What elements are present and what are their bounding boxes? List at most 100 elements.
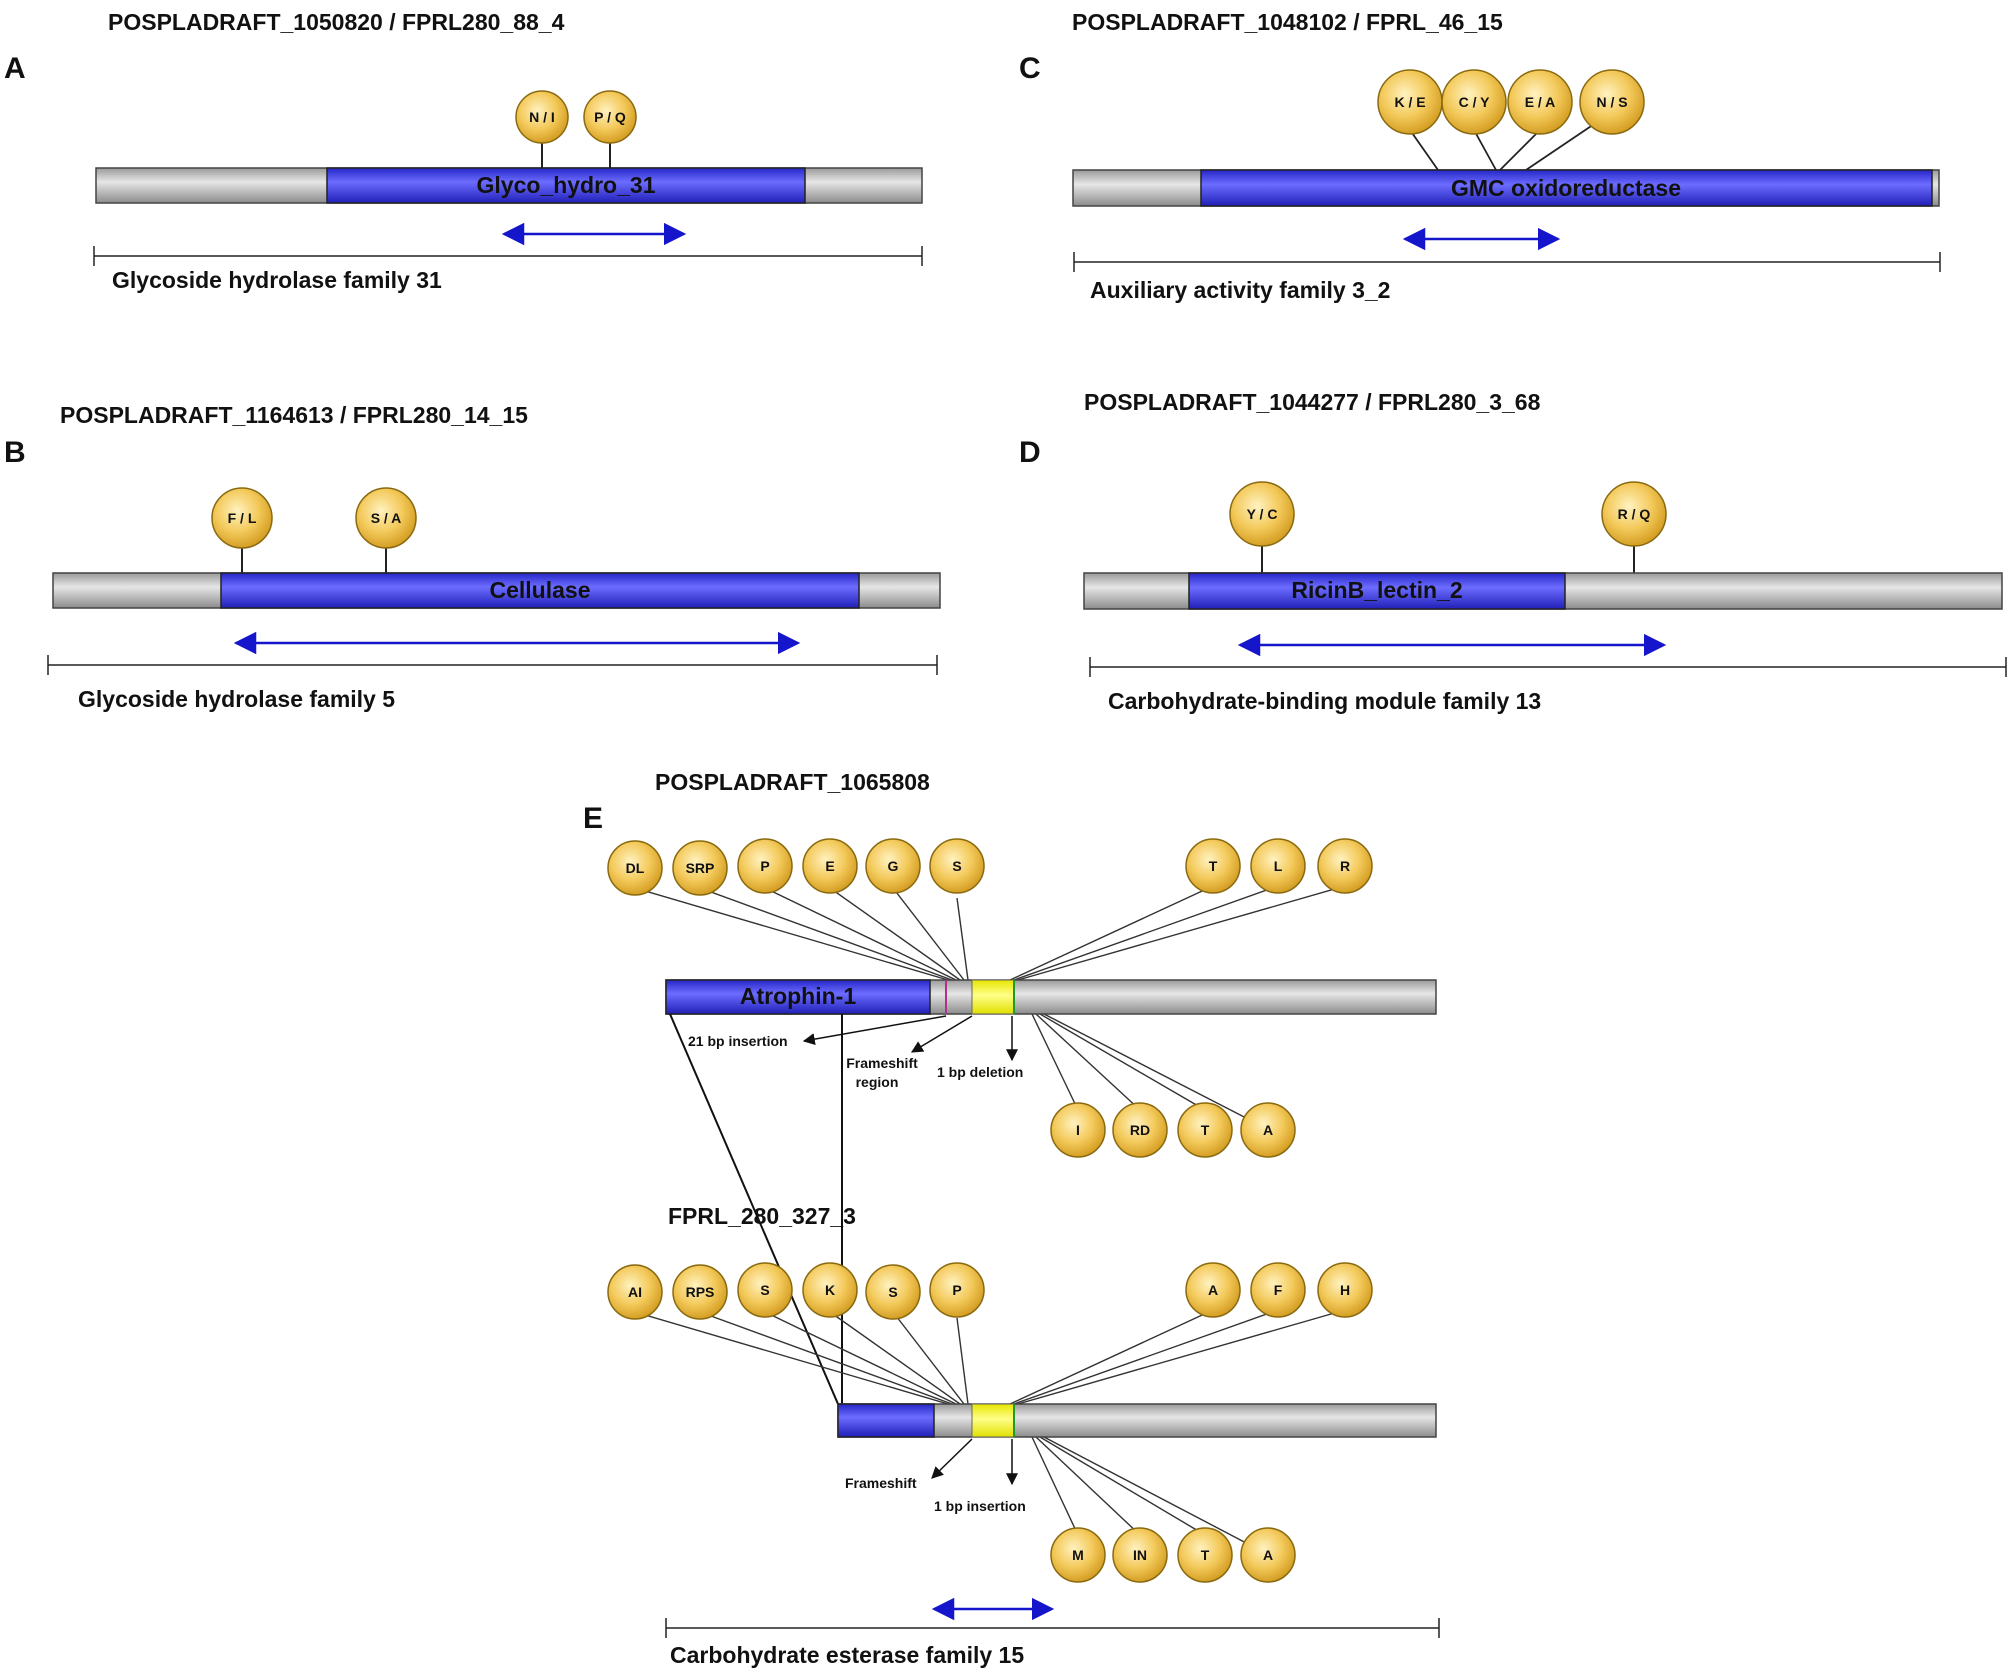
family-label: Auxiliary activity family 3_2	[1090, 277, 1390, 303]
annotation-21bp-insertion: 21 bp insertion	[688, 1033, 788, 1049]
site-circle	[929, 838, 985, 894]
site-circle	[737, 1262, 793, 1318]
site-label: K	[825, 1282, 835, 1298]
domain-label: Cellulase	[490, 577, 591, 603]
panel-e: E POSPLADRAFT_1065808 Atrophin-1 DL	[583, 769, 1440, 1668]
site-label: S	[760, 1282, 769, 1298]
site-label: E	[825, 858, 834, 874]
site-connector	[1473, 129, 1497, 171]
site-circle	[607, 840, 663, 896]
site-label: AI	[628, 1284, 642, 1300]
domain-ricinb-lectin-2	[1188, 572, 1566, 610]
site-label: RD	[1130, 1122, 1150, 1138]
panel-b: B POSPLADRAFT_1164613 / FPRL280_14_15 Ce…	[4, 402, 941, 712]
site-label: I	[1076, 1122, 1080, 1138]
site-circle	[583, 90, 637, 144]
panel-b-title: POSPLADRAFT_1164613 / FPRL280_14_15	[60, 402, 528, 428]
site-connector	[1409, 129, 1439, 171]
annotation-frameshift: Frameshift	[846, 1055, 918, 1071]
site-label: L	[1274, 858, 1283, 874]
domain-label: RicinB_lectin_2	[1291, 577, 1462, 603]
site-circle	[355, 487, 417, 549]
bottom-connectors	[634, 1309, 1346, 1546]
gene-bar-bottom	[837, 1403, 1437, 1438]
annotation-arrow	[802, 1015, 947, 1046]
site-label: IN	[1133, 1547, 1147, 1563]
site-label: T	[1201, 1122, 1210, 1138]
site-circle	[737, 838, 793, 894]
panel-e-top-title: POSPLADRAFT_1065808	[655, 769, 930, 795]
site-label: A	[1263, 1122, 1273, 1138]
site-connector	[1499, 129, 1541, 171]
panel-letter-b: B	[4, 436, 26, 469]
panel-letter-d: D	[1019, 436, 1041, 469]
annotation-arrow	[910, 1015, 973, 1053]
mapping-line	[669, 1013, 839, 1405]
site-label: DL	[626, 860, 645, 876]
site-circle	[211, 487, 273, 549]
site-circle	[1441, 69, 1507, 135]
domain-bottom	[837, 1403, 935, 1438]
yellow-region	[971, 979, 1015, 1015]
site-label: N / I	[529, 109, 555, 125]
domain-label: Atrophin-1	[740, 983, 856, 1009]
site-label: P / Q	[594, 109, 626, 125]
site-label: S	[952, 858, 961, 874]
site-label: T	[1209, 858, 1218, 874]
panel-d: D POSPLADRAFT_1044277 / FPRL280_3_68 Ric…	[1019, 389, 2007, 714]
panel-letter-a: A	[4, 52, 26, 85]
site-circle	[1250, 838, 1306, 894]
panel-c-title: POSPLADRAFT_1048102 / FPRL_46_15	[1072, 9, 1503, 35]
site-circle	[802, 1262, 858, 1318]
site-circle	[929, 1262, 985, 1318]
site-circle	[1050, 1102, 1106, 1158]
site-circle	[515, 90, 569, 144]
site-label: P	[760, 858, 769, 874]
site-circle	[672, 840, 728, 896]
site-label: RPS	[686, 1284, 715, 1300]
site-circle	[865, 1264, 921, 1320]
site-circle	[1601, 481, 1667, 547]
site-label: G	[888, 858, 899, 874]
site-circle	[1507, 69, 1573, 135]
site-circle	[1250, 1262, 1306, 1318]
panel-letter-e: E	[583, 802, 603, 835]
site-circle	[1112, 1102, 1168, 1158]
site-circle	[1229, 481, 1295, 547]
top-sites-above: DL SRP P E G S T L R	[607, 838, 1373, 896]
top-sites-below: I RD T A	[1050, 1102, 1296, 1158]
domain-gmc-oxidoreductase	[1200, 169, 1933, 207]
site-label: C / Y	[1459, 94, 1491, 110]
site-circle	[1240, 1527, 1296, 1583]
site-label: A	[1263, 1547, 1273, 1563]
site-label: F / L	[228, 510, 257, 526]
annotation-frameshift: Frameshift	[845, 1475, 917, 1491]
site-label: F	[1274, 1282, 1283, 1298]
site-circle	[1317, 838, 1373, 894]
site-circle	[672, 1264, 728, 1320]
site-label: Y / C	[1247, 506, 1278, 522]
site-label: N / S	[1596, 94, 1627, 110]
panel-a: A POSPLADRAFT_1050820 / FPRL280_88_4 Gly…	[4, 9, 923, 293]
family-label: Carbohydrate-binding module family 13	[1108, 688, 1541, 714]
site-circle	[1112, 1527, 1168, 1583]
annotation-1bp-insertion: 1 bp insertion	[934, 1498, 1026, 1514]
site-circle	[1240, 1102, 1296, 1158]
domain-glyco-hydro-31	[326, 167, 806, 204]
family-label: Glycoside hydrolase family 5	[78, 686, 395, 712]
bottom-sites-above: AI RPS S K S P A F H	[607, 1262, 1373, 1320]
site-label: M	[1072, 1547, 1084, 1563]
site-label: SRP	[686, 860, 715, 876]
site-label: T	[1201, 1547, 1210, 1563]
site-circle	[1185, 1262, 1241, 1318]
site-circle	[1317, 1262, 1373, 1318]
annotation-1bp-deletion: 1 bp deletion	[937, 1064, 1023, 1080]
domain-label: GMC oxidoreductase	[1451, 175, 1681, 201]
yellow-region	[971, 1403, 1015, 1438]
domain-cellulase	[220, 572, 860, 609]
site-circle	[1177, 1102, 1233, 1158]
site-label: A	[1208, 1282, 1218, 1298]
site-label: P	[952, 1282, 961, 1298]
panel-e-bottom-title: FPRL_280_327_3	[668, 1203, 856, 1229]
